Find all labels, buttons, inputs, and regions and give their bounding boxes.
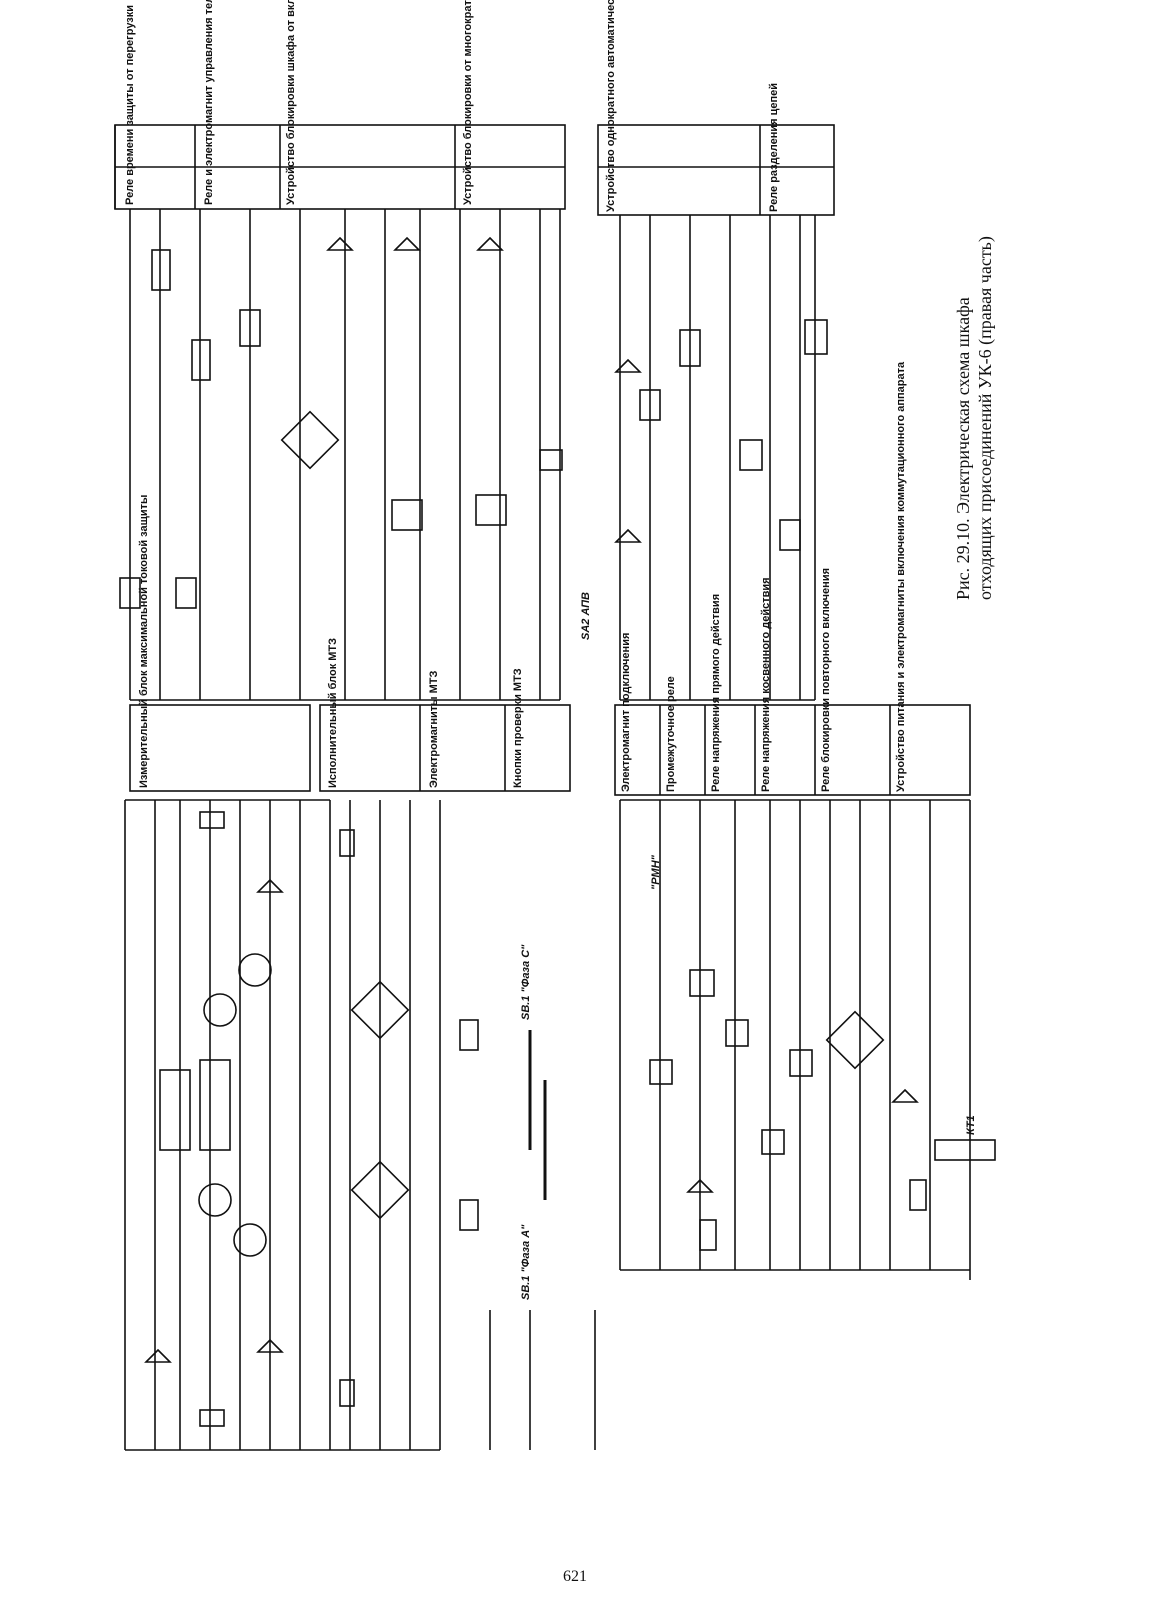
block-label-test-buttons-mtz: Кнопки проверки МТЗ [512,668,524,788]
label-phase-a: SB.1 "Фаза А" [520,1224,532,1300]
lower-right-circuit [614,704,996,1280]
block-label-apv: Устройство однократного автоматического … [605,0,617,212]
label-rmn: "РМН" [650,855,662,890]
block-label-connection-electromagnet: Электромагнит подключения [620,632,632,792]
block-label-circuit-separation-relay: Реле разделения цепей [768,83,780,212]
label-apv-switch: SA2 АПВ [580,592,592,640]
block-label-indirect-voltage-relay: Реле напряжения косвенного действия [760,577,772,792]
block-label-electromagnets-mtz: Электромагниты МТЗ [428,670,440,788]
block-label-executive-mtz: Исполнительный блок МТЗ [327,637,339,788]
figure-caption: Рис. 29.10. Электрическая схема шкафа от… [952,236,996,600]
block-label-short-circuit-interlock: Устройство блокировки шкафа от включенно… [285,0,297,205]
block-label-multiple-closing-interlock: Устройство блокировки от многократных вк… [462,0,474,205]
block-label-control-relay: Реле и электромагнит управления тележкам… [203,0,215,205]
block-label-measuring-mtz: Измерительный блок максимальной токовой … [138,494,150,788]
caption-line-1: Рис. 29.10. Электрическая схема шкафа [953,297,973,600]
block-label-intermediate-relay: Промежуточное реле [665,676,677,792]
label-phase-c: SB.1 "Фаза С" [520,944,532,1020]
block-label-timer-relay: Реле времени защиты от перегрузки [124,4,136,205]
apv-circuit [597,124,835,701]
label-kt1: КТ1 [965,1115,977,1135]
caption-line-2: отходящих присоединений УК-6 (правая час… [975,236,995,600]
block-label-power-supply-electromagnets: Устройство питания и электромагниты вклю… [895,361,907,792]
upper-right-circuit [114,124,566,701]
block-label-reclosing-interlock: Реле блокировки повторного включения [820,567,832,792]
page-number: 621 [563,1568,587,1585]
mtz-circuit [124,704,596,1451]
block-label-direct-voltage-relay: Реле напряжения прямого действия [710,593,722,792]
